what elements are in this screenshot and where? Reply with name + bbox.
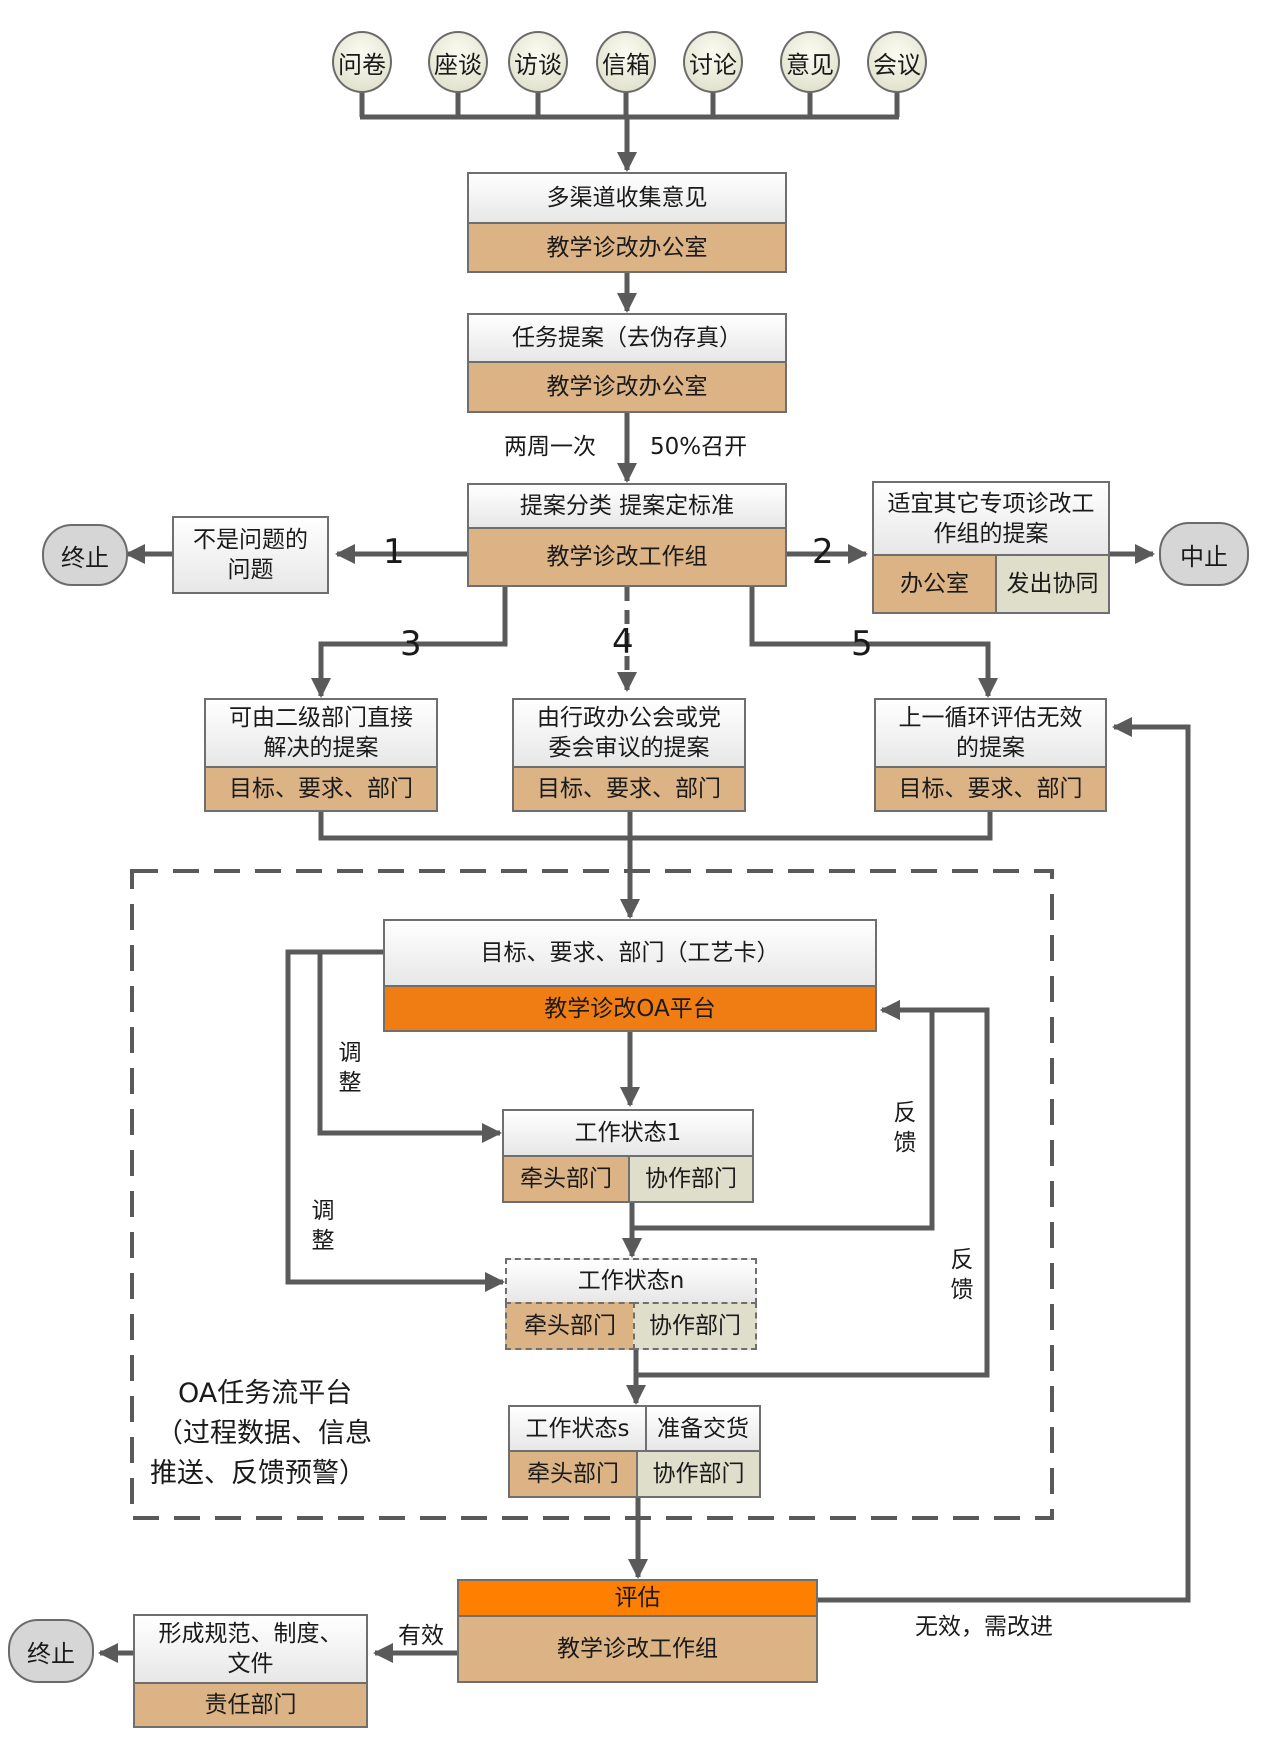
- work-state-1-box: 工作状态1: [502, 1109, 754, 1157]
- channel-questionnaire: 问卷: [332, 31, 392, 93]
- branch-4-label: 4: [612, 622, 634, 662]
- quorum-label: 50%召开: [650, 434, 748, 460]
- form-standards-box: 形成规范、制度、 文件: [133, 1614, 368, 1684]
- other-group-coordinate: 发出协同: [995, 554, 1110, 614]
- task-proposal-owner: 教学诊改办公室: [467, 361, 787, 413]
- oa-platform-bar: 教学诊改OA平台: [383, 985, 877, 1032]
- classify-proposal-box: 提案分类 提案定标准: [467, 483, 787, 529]
- terminate-bottom: 终止: [8, 1619, 94, 1683]
- collect-opinions-box: 多渠道收集意见: [467, 172, 787, 224]
- channel-meeting: 会议: [867, 31, 927, 93]
- other-group-proposal-box: 适宜其它专项诊改工 作组的提案: [872, 481, 1110, 556]
- frequency-label: 两周一次: [504, 434, 596, 460]
- evaluate-owner: 教学诊改工作组: [457, 1615, 818, 1683]
- other-group-office: 办公室: [872, 554, 997, 614]
- proposal-dept-box: 可由二级部门直接 解决的提案: [204, 698, 438, 768]
- channel-interview: 访谈: [508, 31, 568, 93]
- work-state-n-box: 工作状态n: [505, 1258, 757, 1304]
- not-a-problem-line1: 不是问题的: [193, 527, 308, 553]
- oa-platform-note-line2: （过程数据、信息: [156, 1418, 372, 1449]
- ready-to-deliver-box: 准备交货: [645, 1405, 761, 1452]
- responsible-dept: 责任部门: [133, 1682, 368, 1728]
- feedback-label-inner: 反馈: [893, 1100, 917, 1156]
- proposal-admin-line2: 委会审议的提案: [548, 735, 710, 761]
- proposal-admin-line1: 由行政办公会或党: [537, 705, 721, 731]
- other-group-line1: 适宜其它专项诊改工: [887, 490, 1095, 517]
- form-standards-line1: 形成规范、制度、: [158, 1621, 343, 1647]
- work-state-1-lead: 牵头部门: [502, 1155, 630, 1203]
- other-group-line2: 作组的提案: [933, 520, 1049, 547]
- collect-opinions-owner: 教学诊改办公室: [467, 222, 787, 273]
- proposal-dept-line1: 可由二级部门直接: [229, 705, 413, 731]
- channel-opinion: 意见: [780, 31, 840, 93]
- oa-process-card-box: 目标、要求、部门（工艺卡）: [383, 919, 877, 987]
- not-a-problem-box: 不是问题的 问题: [172, 516, 329, 594]
- branch-5-label: 5: [851, 624, 873, 664]
- channel-mailbox: 信箱: [596, 31, 656, 93]
- work-state-n-lead: 牵头部门: [505, 1302, 635, 1350]
- suspend-node: 中止: [1159, 522, 1249, 586]
- proposal-admin-targets: 目标、要求、部门: [512, 766, 746, 812]
- proposal-prev-cycle-box: 上一循环评估无效 的提案: [874, 698, 1107, 768]
- feedback-label-outer: 反馈: [950, 1247, 974, 1303]
- adjust-label-lower: 调整: [311, 1198, 335, 1254]
- not-a-problem-line2: 问题: [227, 557, 274, 583]
- proposal-prev-cycle-line2: 的提案: [956, 735, 1025, 761]
- proposal-dept-targets: 目标、要求、部门: [204, 766, 438, 812]
- task-proposal-box: 任务提案（去伪存真）: [467, 313, 787, 363]
- branch-3-label: 3: [400, 624, 422, 664]
- proposal-dept-line2: 解决的提案: [263, 735, 379, 761]
- branch-2-label: 2: [812, 532, 834, 572]
- adjust-label-upper: 调整: [338, 1040, 362, 1096]
- oa-platform-note-line1: OA任务流平台: [178, 1378, 353, 1409]
- channel-discussion: 讨论: [683, 31, 743, 93]
- oa-platform-note-line3: 推送、反馈预警）: [150, 1458, 366, 1489]
- work-state-s-assist: 协作部门: [636, 1450, 761, 1498]
- evaluate-header: 评估: [457, 1579, 818, 1617]
- terminate-top: 终止: [42, 524, 128, 586]
- channel-forum: 座谈: [428, 31, 488, 93]
- work-state-s-lead: 牵头部门: [508, 1450, 638, 1498]
- work-state-s-box: 工作状态s: [508, 1405, 647, 1452]
- form-standards-line2: 文件: [227, 1651, 274, 1677]
- proposal-prev-cycle-line1: 上一循环评估无效: [898, 705, 1083, 731]
- branch-1-label: 1: [383, 532, 405, 572]
- proposal-admin-box: 由行政办公会或党 委会审议的提案: [512, 698, 746, 768]
- classify-proposal-owner: 教学诊改工作组: [467, 527, 787, 587]
- invalid-label: 无效，需改进: [915, 1614, 1053, 1640]
- work-state-1-assist: 协作部门: [628, 1155, 754, 1203]
- proposal-prev-cycle-targets: 目标、要求、部门: [874, 766, 1107, 812]
- oa-platform-note: OA任务流平台 （过程数据、信息 推送、反馈预警）: [150, 1374, 372, 1494]
- work-state-n-assist: 协作部门: [633, 1302, 757, 1350]
- valid-label: 有效: [398, 1623, 444, 1649]
